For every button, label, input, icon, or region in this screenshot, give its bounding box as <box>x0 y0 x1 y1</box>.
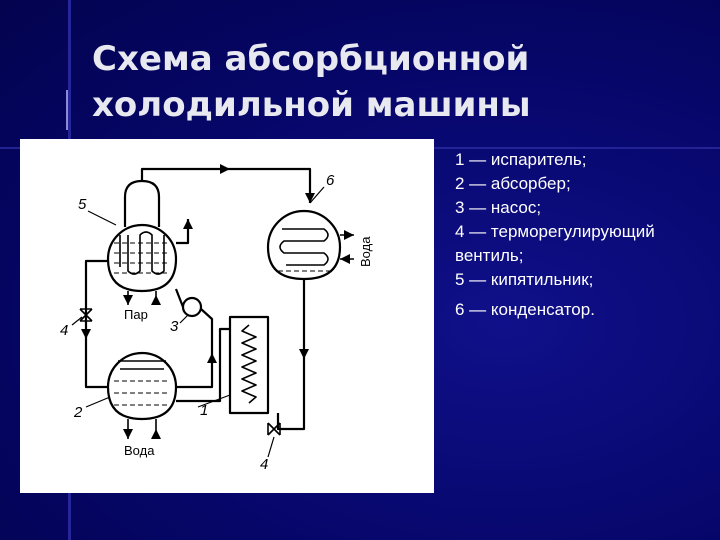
legend-item-3: 3 — насос; <box>455 198 542 217</box>
condenser-vessel <box>266 209 342 281</box>
callout-3: 3 <box>170 318 179 335</box>
boiler-vessel <box>106 223 178 293</box>
legend: 1 — испаритель; 2 — абсорбер; 3 — насос;… <box>455 148 717 322</box>
absorber-spray <box>118 360 166 370</box>
diagram-svg: 5 6 4 3 2 1 4 Пар Вода Вода <box>60 164 373 473</box>
boiler-dome <box>123 179 161 227</box>
callout-4-bottom: 4 <box>260 456 268 473</box>
callout-4-left: 4 <box>60 322 68 339</box>
label-water-right: Вода <box>358 236 373 267</box>
slide-title: Схема абсорбционной холодильной машины <box>92 36 692 128</box>
evaporator-body <box>228 315 270 415</box>
valve-bottom-symbol <box>267 422 281 436</box>
pump-symbol <box>181 296 203 318</box>
callout-5: 5 <box>78 196 87 213</box>
pipe-condenser-evaporator <box>276 279 306 431</box>
boiler-coil <box>119 231 165 275</box>
pipe-boiler-absorber-left <box>84 259 108 389</box>
pipe-absorber-pump <box>176 308 214 389</box>
legend-item-4: 4 — терморегулирующий <box>455 222 655 241</box>
legend-item-2: 2 — абсорбер; <box>455 174 571 193</box>
callout-6: 6 <box>326 172 335 189</box>
pipe-absorber-evaporator <box>176 327 230 403</box>
legend-item-1: 1 — испаритель; <box>455 150 587 169</box>
evaporator-coil <box>241 324 257 404</box>
condenser-coil <box>279 228 329 266</box>
slide-title-line-1: Схема абсорбционной <box>92 39 530 79</box>
steam-pipe <box>127 291 157 305</box>
absorber-vessel <box>106 351 178 421</box>
label-water-bottom: Вода <box>124 443 155 458</box>
label-steam: Пар <box>124 307 148 322</box>
absorption-refrigerator-diagram: 5 6 4 3 2 1 4 Пар Вода Вода <box>20 139 434 493</box>
slide-title-line-2: холодильной машины <box>92 85 531 125</box>
water-right-pipe <box>340 234 354 260</box>
callout-2: 2 <box>73 404 83 421</box>
legend-item-6: 6 — конденсатор. <box>455 300 595 319</box>
legend-item-5: 5 — кипятильник; <box>455 270 594 289</box>
callout-1: 1 <box>200 402 208 419</box>
valve-left-symbol <box>79 308 93 322</box>
legend-item-4-cont: вентиль; <box>455 246 524 265</box>
decorative-accent-line <box>66 90 68 130</box>
pipe-boiler-condenser <box>140 167 312 203</box>
pipe-pump-boiler <box>174 288 185 308</box>
